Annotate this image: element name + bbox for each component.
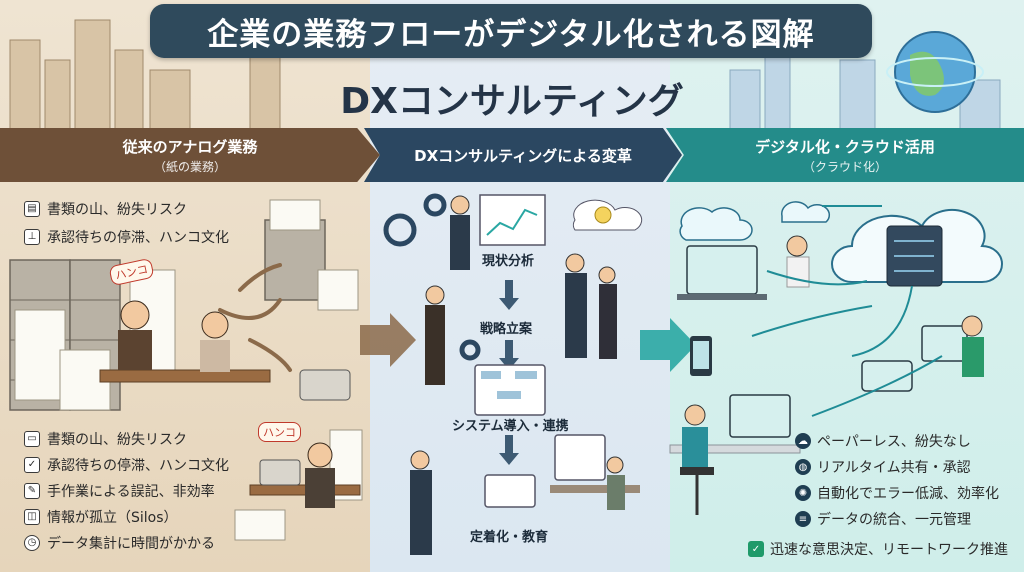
cloud-heading: デジタル化・クラウド活用	[755, 137, 935, 156]
list-item-text: 承認待ちの停滞、ハンコ文化	[47, 458, 229, 474]
cloud-column-header: デジタル化・クラウド活用 （クラウド化）	[666, 128, 1024, 182]
list-item-text: 手作業による誤記、非効率	[47, 484, 215, 500]
analog-problem-list: ▭ 書類の山、紛失リスク ✓ 承認待ちの停滞、ハンコ文化 ✎ 手作業による誤記、非効率…	[24, 428, 229, 554]
list-item: ◫ 情報が孤立（Silos）	[24, 506, 229, 528]
list-item: ☁ ペーパーレス、紛失なし	[795, 430, 999, 452]
consulting-heading: DXコンサルティングによる変革	[414, 146, 632, 165]
list-item: ✓ 迅速な意思決定、リモートワーク推進	[748, 538, 1008, 560]
list-item: ▤ 書類の山、紛失リスク	[24, 198, 229, 220]
page-title: 企業の業務フローがデジタル化される図解	[150, 4, 872, 58]
city-skyline-illustration	[9, 19, 1001, 130]
step-label-strategy: 戦略立案	[480, 322, 533, 337]
list-item: ≡ データの統合、一元管理	[795, 508, 999, 530]
list-item-text: データの統合、一元管理	[817, 512, 971, 528]
list-item-text: 情報が孤立（Silos）	[47, 510, 178, 526]
list-item: ⊥ 承認待ちの停滞、ハンコ文化	[24, 226, 229, 248]
step-label-analysis: 現状分析	[482, 254, 535, 269]
stressed-worker-illustration	[234, 429, 363, 541]
list-item-text: 承認待ちの停滞、ハンコ文化	[47, 230, 229, 246]
list-item-text: 書類の山、紛失リスク	[47, 432, 187, 448]
list-item: ✓ 承認待ちの停滞、ハンコ文化	[24, 454, 229, 476]
list-item: ✎ 手作業による誤記、非効率	[24, 480, 229, 502]
analog-heading: 従来のアナログ業務	[122, 137, 258, 156]
stamp-icon: ⊥	[24, 229, 40, 245]
list-item-text: データ集計に時間がかかる	[47, 536, 215, 552]
step-label-integration: システム導入・連携	[452, 419, 569, 434]
globe-icon	[886, 31, 984, 113]
list-item-text: 書類の山、紛失リスク	[47, 202, 187, 218]
analog-office-illustration	[9, 199, 359, 411]
analog-column-header: 従来のアナログ業務 （紙の業務）	[0, 128, 380, 182]
gear-icon	[383, 193, 481, 361]
transition-arrow-left	[360, 313, 416, 367]
cloud-benefit-list: ☁ ペーパーレス、紛失なし ◍ リアルタイム共有・承認 ✺ 自動化でエラー低減、効率化…	[795, 430, 999, 530]
cloud-network-illustration	[677, 201, 1003, 417]
gear-icon: ✺	[795, 485, 811, 501]
isolated-icon: ◫	[24, 509, 40, 525]
list-item-text: ペーパーレス、紛失なし	[817, 434, 971, 450]
remote-worker-illustration	[669, 394, 801, 515]
hanko-tag: ハンコ	[258, 422, 301, 442]
pencil-icon: ✎	[24, 483, 40, 499]
list-item-text: 自動化でエラー低減、効率化	[817, 486, 999, 502]
transition-arrow-right	[640, 318, 696, 372]
consulting-column-header: DXコンサルティングによる変革	[364, 128, 682, 182]
cloud-subheading: （クラウド化）	[802, 159, 887, 174]
analog-subheading: （紙の業務）	[153, 159, 226, 174]
checkbox-icon: ✓	[24, 457, 40, 473]
list-item: ◷ データ集計に時間がかかる	[24, 532, 229, 554]
list-item-text: リアルタイム共有・承認	[817, 460, 971, 476]
folder-icon: ▭	[24, 431, 40, 447]
list-item-text: 迅速な意思決定、リモートワーク推進	[770, 542, 1008, 558]
analog-top-list: ▤ 書類の山、紛失リスク ⊥ 承認待ちの停滞、ハンコ文化	[24, 198, 229, 248]
consulting-flow-illustration	[383, 193, 643, 555]
list-item: ✺ 自動化でエラー低減、効率化	[795, 482, 999, 504]
database-icon: ≡	[795, 511, 811, 527]
step-label-adoption: 定着化・教育	[470, 530, 549, 545]
cloud-sync-icon: ☁	[795, 433, 811, 449]
clock-icon: ◷	[24, 535, 40, 551]
globe-icon: ◍	[795, 459, 811, 475]
check-icon: ✓	[748, 541, 764, 557]
list-item: ◍ リアルタイム共有・承認	[795, 456, 999, 478]
document-icon: ▤	[24, 201, 40, 217]
page-subtitle: DXコンサルティング	[340, 81, 684, 122]
list-item: ▭ 書類の山、紛失リスク	[24, 428, 229, 450]
